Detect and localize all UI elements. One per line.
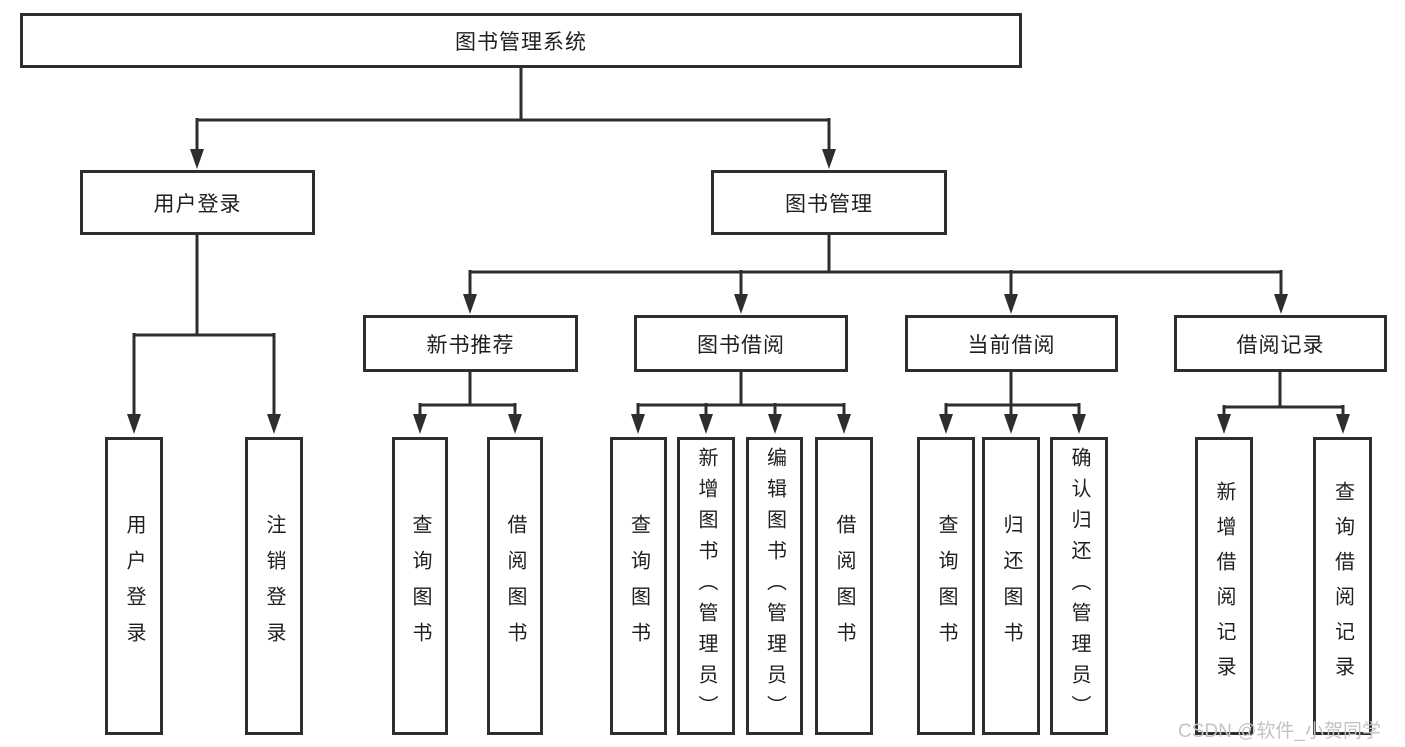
node-leaf-user-login: 用户登录 [105, 437, 163, 735]
node-leaf-cb-return-book: 归还图书 [982, 437, 1040, 735]
node-book-borrow: 图书借阅 [634, 315, 848, 372]
connector-book-borrow-children [631, 372, 851, 434]
node-leaf-cb-query-book: 查询图书 [917, 437, 975, 735]
node-leaf-nb-borrow-book: 借阅图书 [487, 437, 543, 735]
node-leaf-bb-query-book: 查询图书 [610, 437, 667, 735]
node-book-mgmt-module: 图书管理 [711, 170, 947, 235]
connector-book-mgmt-children [463, 235, 1288, 314]
connector-borrow-record-children [1217, 372, 1350, 434]
node-user-login-module: 用户登录 [80, 170, 315, 235]
node-new-book-recommend: 新书推荐 [363, 315, 578, 372]
node-leaf-logout: 注销登录 [245, 437, 303, 735]
node-current-borrow: 当前借阅 [905, 315, 1118, 372]
node-borrow-record: 借阅记录 [1174, 315, 1387, 372]
connector-user-login-children [127, 235, 281, 434]
node-leaf-bb-borrow-book: 借阅图书 [815, 437, 873, 735]
node-leaf-br-add-record: 新增借阅记录 [1195, 437, 1253, 735]
node-leaf-nb-query-book: 查询图书 [392, 437, 448, 735]
connector-current-borrow-children [939, 372, 1086, 434]
connector-new-book-children [413, 372, 522, 434]
node-leaf-br-query-record: 查询借阅记录 [1313, 437, 1372, 735]
node-leaf-bb-edit-book-admin: 编辑图书（管理员） [746, 437, 803, 735]
node-leaf-cb-confirm-return-admin: 确认归还（管理员） [1050, 437, 1108, 735]
node-leaf-bb-add-book-admin: 新增图书（管理员） [677, 437, 735, 735]
connector-root-to-level1 [190, 68, 836, 169]
node-root-system: 图书管理系统 [20, 13, 1022, 68]
